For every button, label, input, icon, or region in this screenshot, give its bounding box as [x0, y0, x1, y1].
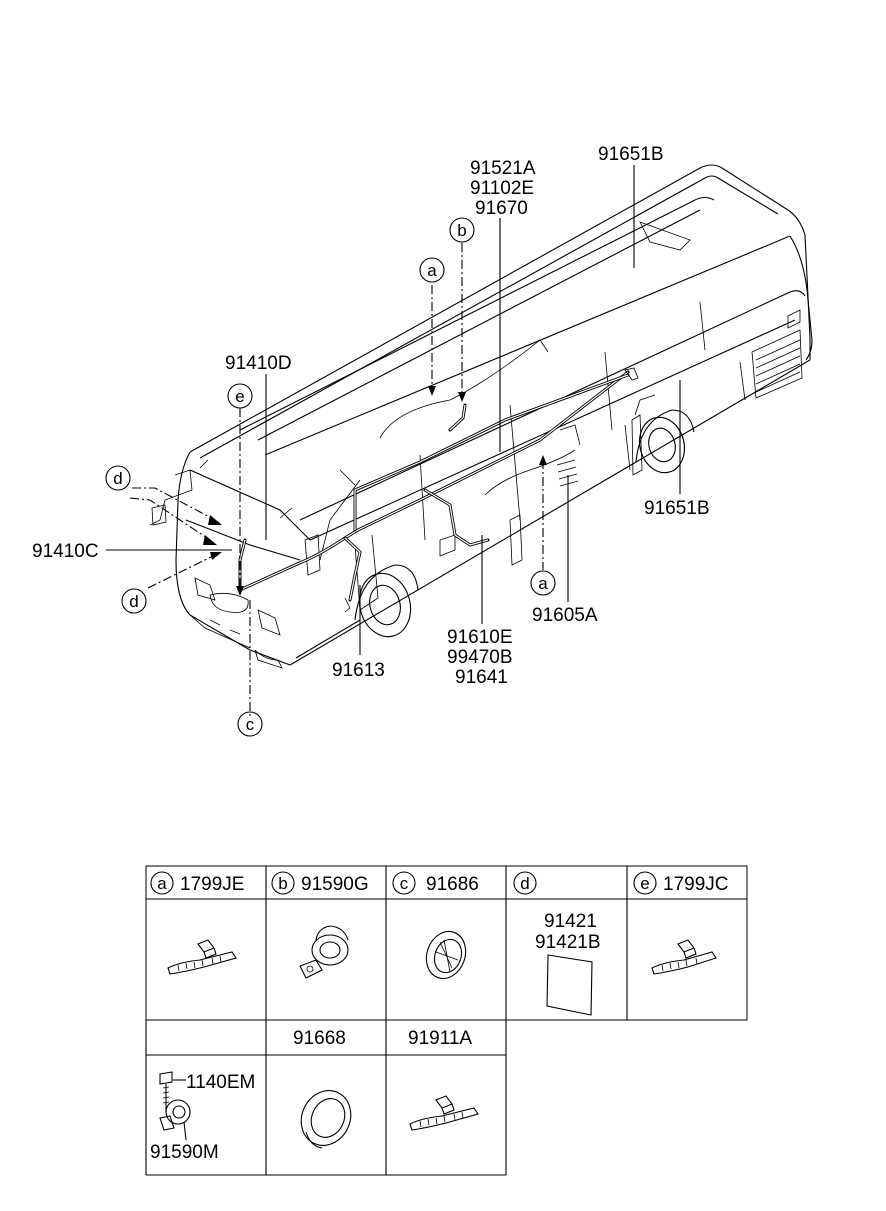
cell-d-header: d [513, 871, 537, 895]
label-91610E: 91610E [447, 627, 513, 648]
cell-row2-col3-part: 91911A [408, 1028, 472, 1049]
callout-letters: a b e d d c a [105, 217, 556, 737]
parts-table: a 1799JE b 91590G c 91686 d e 1799JC 916… [145, 865, 748, 1176]
cell-d-letter: d [520, 874, 529, 893]
clip-icon [299, 925, 349, 979]
bus-illustration [149, 164, 813, 669]
cable-tie-icon-911 [409, 1095, 479, 1131]
cell-c-part: 91686 [426, 874, 479, 895]
cell-e-part: 1799JC [663, 874, 729, 895]
cable-tie-icon-e [651, 939, 717, 975]
wiring-harness [238, 367, 639, 613]
label-91410D: 91410D [225, 353, 292, 374]
callout-b-top: b [457, 221, 466, 240]
callout-e-left: e [235, 387, 244, 406]
label-99470B: 99470B [447, 647, 513, 668]
callout-a-top: a [427, 261, 437, 280]
cell-a-part: 1799JE [180, 874, 244, 895]
grommet-icon [425, 930, 467, 980]
cell-b-header: b 91590G [271, 871, 369, 895]
label-91651B-right: 91651B [644, 498, 710, 519]
callout-d-upper: d [113, 469, 122, 488]
cell-b-letter: b [278, 874, 287, 893]
ring-grommet-icon [300, 1090, 352, 1149]
cable-tie-icon [167, 939, 237, 975]
cell-c-letter: c [400, 874, 409, 893]
cell-a-header: a 1799JE [150, 871, 244, 895]
label-91521A: 91521A [470, 158, 536, 179]
callout-d-lower: d [129, 592, 138, 611]
cell-b-part: 91590G [301, 874, 369, 895]
cell-row2-col1-clip: 91590M [150, 1142, 219, 1163]
callout-c-bottom: c [246, 715, 255, 734]
label-91410C: 91410C [32, 541, 99, 562]
cell-c-header: c 91686 [392, 871, 479, 895]
bolt-and-clip-icon [159, 1071, 191, 1141]
cell-row2-col1-bolt: 1140EM [186, 1072, 255, 1093]
label-91605A: 91605A [532, 605, 598, 626]
callout-a-bottom: a [538, 574, 548, 593]
label-91613: 91613 [332, 660, 385, 681]
leader-lines [106, 165, 681, 718]
cell-e-header: e 1799JC [633, 871, 729, 895]
label-91102E: 91102E [470, 178, 534, 199]
label-sticker-icon [546, 954, 593, 1016]
label-91641: 91641 [455, 667, 508, 688]
cell-a-letter: a [157, 874, 167, 893]
label-91651B-top: 91651B [598, 144, 664, 165]
cell-row2-col2-part: 91668 [293, 1028, 346, 1049]
cell-d-part-2: 91421B [535, 932, 601, 953]
cell-e-letter: e [640, 874, 649, 893]
label-91670: 91670 [475, 198, 528, 219]
part-labels: 91651B 91521A 91102E 91670 91410D 91410C… [32, 144, 710, 688]
cell-d-part-1: 91421 [544, 911, 597, 932]
